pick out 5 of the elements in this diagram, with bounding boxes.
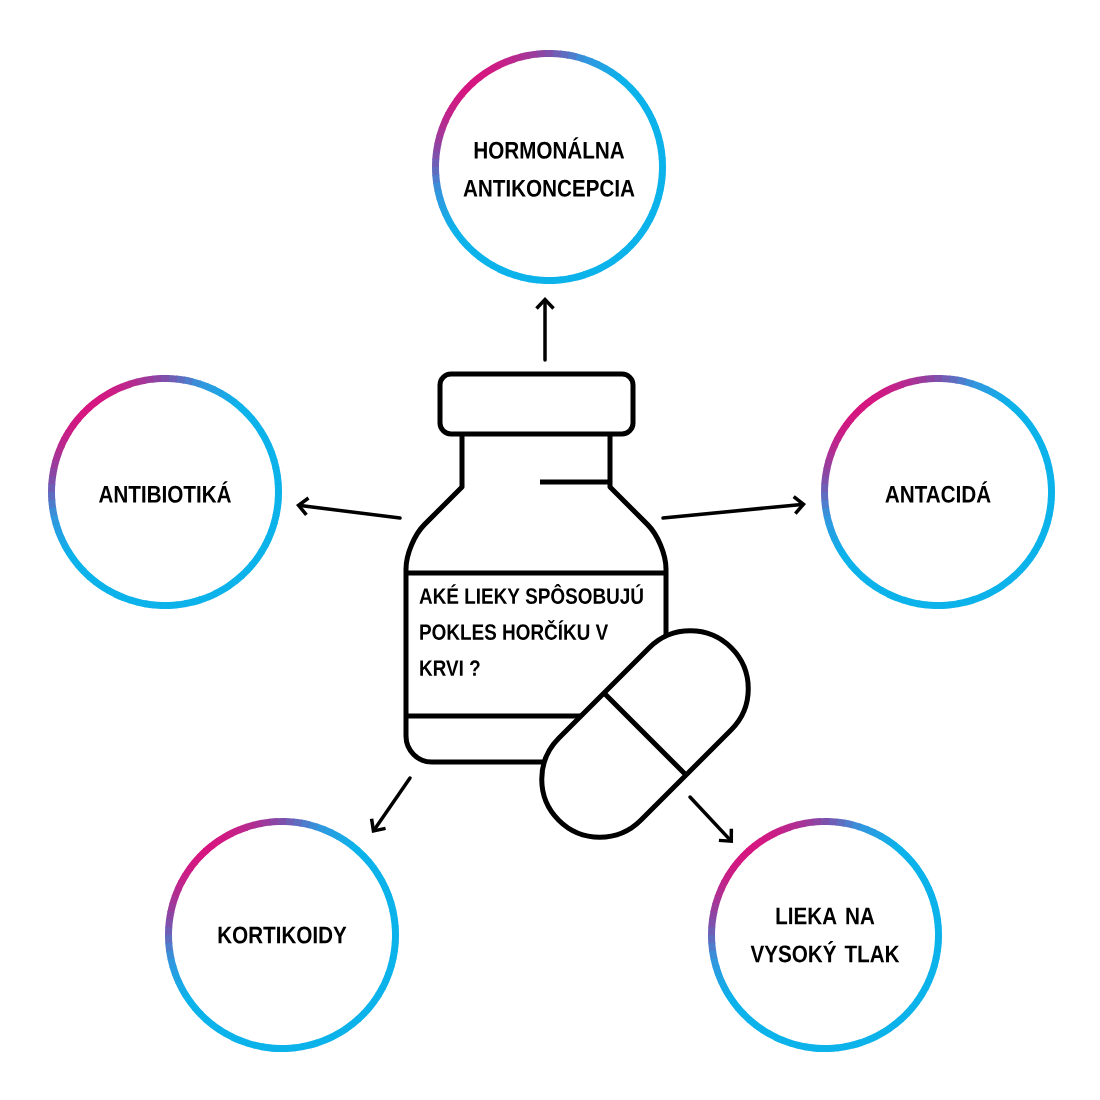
arrow (535, 297, 555, 362)
arrow (369, 776, 412, 833)
arrow (688, 795, 734, 843)
arrow (661, 495, 806, 520)
arrow (296, 496, 402, 520)
